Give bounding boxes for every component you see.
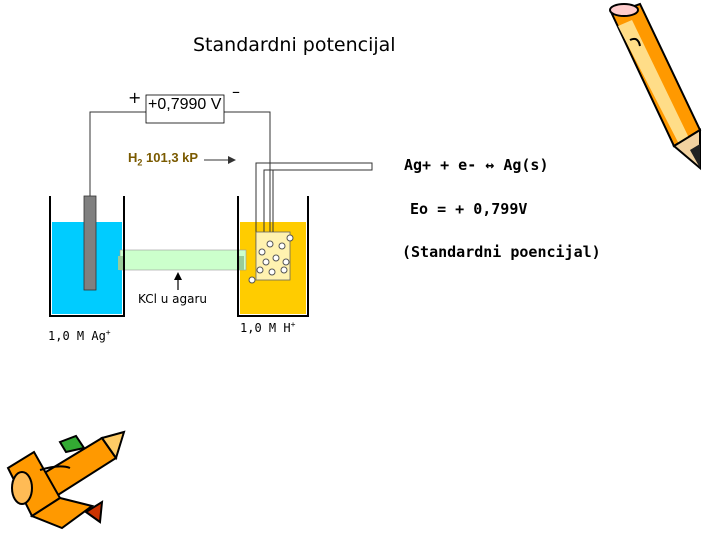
left-beaker xyxy=(49,196,125,317)
voltmeter-box xyxy=(145,94,225,124)
page-title: Standardni potencijal xyxy=(193,34,396,56)
silver-electrode xyxy=(83,195,97,291)
half-reaction: Ag+ + e- ↔ Ag(s) xyxy=(404,156,549,174)
salt-bridge xyxy=(119,249,247,271)
left-solution-label: 1,0 M Ag+ xyxy=(48,328,111,343)
right-beaker xyxy=(237,196,309,317)
wires xyxy=(89,111,271,232)
pencil-icon xyxy=(609,2,702,171)
crayons-icon xyxy=(6,430,126,530)
right-solution-label: 1,0 M H+ xyxy=(240,320,296,335)
standard-potential-value: Eo = + 0,799V xyxy=(410,200,528,218)
gas-inlet-arrow xyxy=(228,156,236,164)
hydrogen-gas-label: H2 101,3 kP xyxy=(128,150,199,168)
voltmeter-reading: +0,7990 V xyxy=(148,96,222,113)
salt-bridge-plug-left xyxy=(118,256,124,270)
hydrogen-tube xyxy=(204,159,373,250)
negative-terminal: – xyxy=(232,82,240,101)
standard-potential-note: (Standardni poencijal) xyxy=(402,243,601,261)
salt-bridge-plug-right xyxy=(238,256,244,270)
bridge-pointer-head xyxy=(174,272,182,280)
salt-bridge-label: KCl u agaru xyxy=(138,292,208,306)
positive-terminal: + xyxy=(128,88,142,107)
hydrogen-electrode xyxy=(248,170,294,284)
